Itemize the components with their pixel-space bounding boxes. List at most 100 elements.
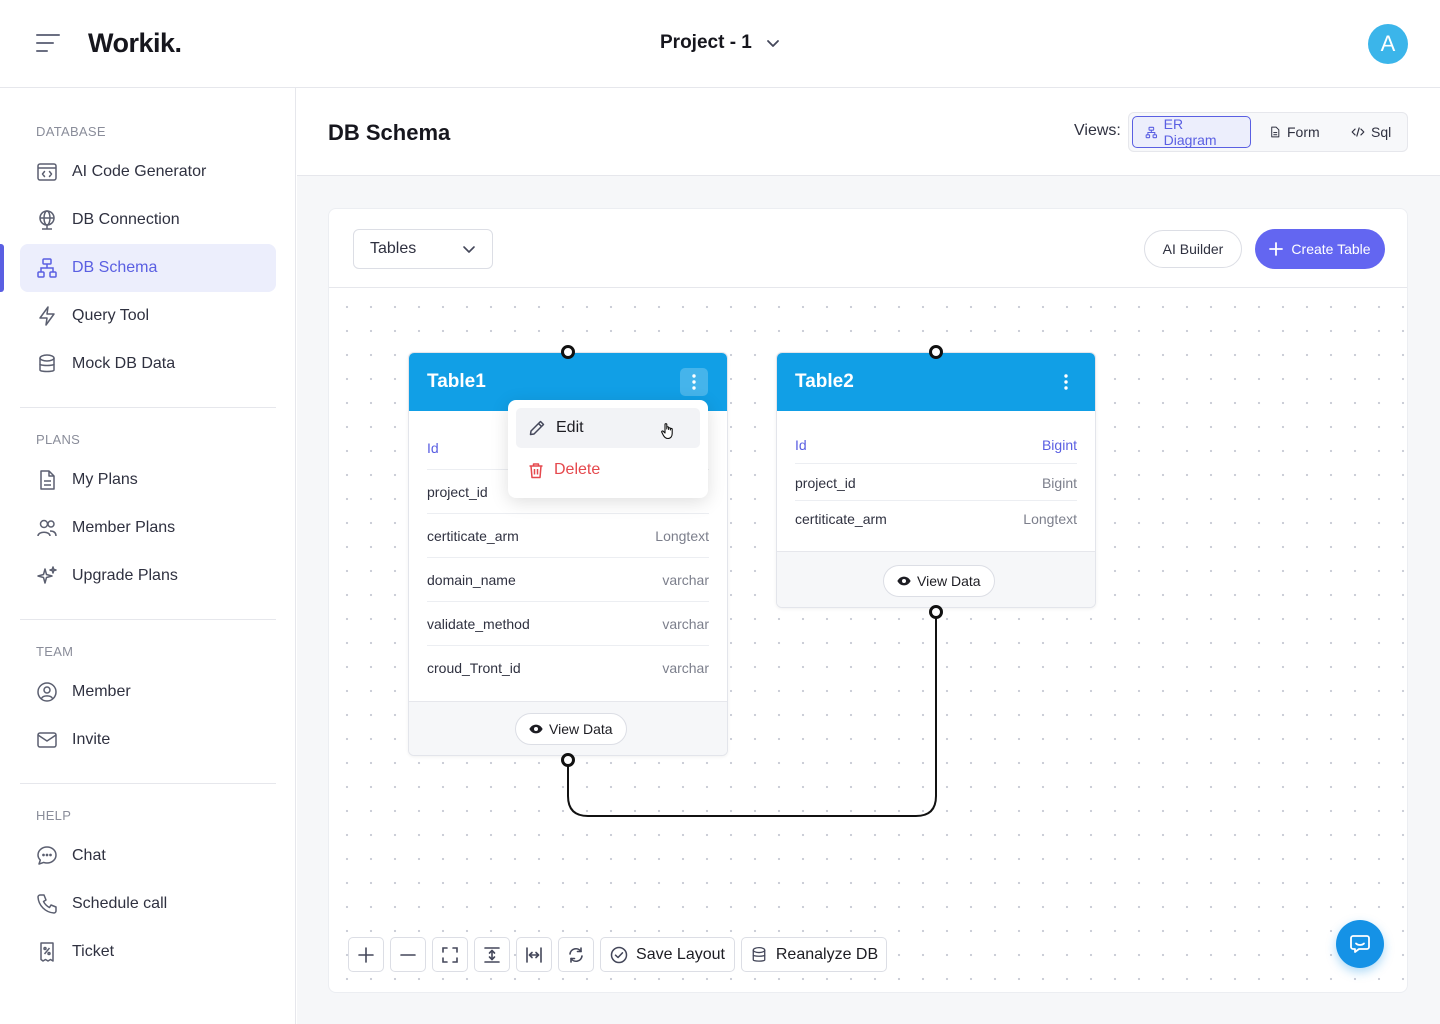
sidebar-item-chat[interactable]: Chat xyxy=(20,832,276,880)
fit-width-icon xyxy=(526,946,542,963)
chevron-down-icon xyxy=(463,246,475,253)
sidebar-item-db-connection[interactable]: DB Connection xyxy=(20,196,276,244)
refresh-button[interactable] xyxy=(558,937,594,972)
zoom-in-button[interactable] xyxy=(348,937,384,972)
sidebar-item-schedule-call[interactable]: Schedule call xyxy=(20,880,276,928)
schema-icon xyxy=(36,257,58,279)
sidebar-item-invite[interactable]: Invite xyxy=(20,716,276,764)
sidebar-item-label: Member xyxy=(72,683,131,700)
hamburger-menu-icon[interactable] xyxy=(36,32,60,54)
fit-width-button[interactable] xyxy=(516,937,552,972)
view-form-button[interactable]: Form xyxy=(1257,116,1332,148)
save-layout-button[interactable]: Save Layout xyxy=(600,937,735,972)
table-footer: View Data xyxy=(409,701,727,755)
delete-label: Delete xyxy=(554,461,601,478)
page-header: DB Schema Views: ER Diagram Form Sql xyxy=(297,88,1440,176)
connection-handle[interactable] xyxy=(929,345,943,359)
code-window-icon xyxy=(36,161,58,183)
connection-handle[interactable] xyxy=(561,345,575,359)
plus-icon xyxy=(358,946,374,963)
sparkle-icon xyxy=(36,565,58,587)
section-title-database: DATABASE xyxy=(36,124,106,139)
lightning-icon xyxy=(36,305,58,327)
sidebar-item-query-tool[interactable]: Query Tool xyxy=(20,292,276,340)
sidebar-item-label: Chat xyxy=(72,847,106,864)
sidebar: DATABASE AI Code Generator DB Connection… xyxy=(0,88,296,1024)
table-name: Table2 xyxy=(795,371,854,392)
table-header: Table2 xyxy=(777,353,1095,411)
page-title: DB Schema xyxy=(328,120,451,145)
fit-height-button[interactable] xyxy=(474,937,510,972)
sidebar-item-my-plans[interactable]: My Plans xyxy=(20,456,276,504)
views-toggle: ER Diagram Form Sql xyxy=(1128,112,1408,152)
users-icon xyxy=(36,517,58,539)
create-table-label: Create Table xyxy=(1291,241,1371,257)
view-sql-button[interactable]: Sql xyxy=(1339,116,1403,148)
save-layout-label: Save Layout xyxy=(636,945,725,963)
divider xyxy=(20,619,276,620)
divider xyxy=(20,407,276,408)
minus-icon xyxy=(400,953,416,956)
trash-icon xyxy=(529,462,543,478)
connection-handle[interactable] xyxy=(929,605,943,619)
edit-label: Edit xyxy=(556,419,584,436)
sidebar-item-label: Invite xyxy=(72,731,111,748)
sidebar-item-mock-db-data[interactable]: Mock DB Data xyxy=(20,340,276,388)
project-selector[interactable]: Project - 1 xyxy=(660,32,780,54)
view-data-button[interactable]: View Data xyxy=(515,713,627,745)
connection-handle[interactable] xyxy=(561,753,575,767)
refresh-icon xyxy=(569,946,583,963)
mail-icon xyxy=(36,729,58,751)
sidebar-item-member[interactable]: Member xyxy=(20,668,276,716)
view-label: Sql xyxy=(1371,124,1392,140)
sidebar-item-ai-code-generator[interactable]: AI Code Generator xyxy=(20,148,276,196)
view-data-button[interactable]: View Data xyxy=(883,565,995,597)
section-title-plans: PLANS xyxy=(36,432,81,447)
select-value: Tables xyxy=(370,240,417,257)
view-er-diagram-button[interactable]: ER Diagram xyxy=(1132,116,1251,148)
table-row: project_id xyxy=(427,470,709,514)
chat-widget-button[interactable] xyxy=(1336,920,1384,968)
panel-toolbar: Tables AI Builder Create Table xyxy=(329,209,1407,288)
document-icon xyxy=(36,469,58,491)
zoom-out-button[interactable] xyxy=(390,937,426,972)
kebab-menu-icon[interactable] xyxy=(680,368,708,396)
chat-bubble-icon xyxy=(36,845,58,867)
create-table-button[interactable]: Create Table xyxy=(1255,229,1385,269)
sidebar-item-label: Member Plans xyxy=(72,519,176,536)
database-icon xyxy=(36,353,58,375)
chat-icon xyxy=(1350,935,1370,953)
sidebar-item-db-schema[interactable]: DB Schema xyxy=(20,244,276,292)
sidebar-item-label: Upgrade Plans xyxy=(72,567,178,584)
view-data-label: View Data xyxy=(917,573,981,589)
reanalyze-db-label: Reanalyze DB xyxy=(775,945,879,963)
kebab-menu-icon[interactable] xyxy=(1052,368,1080,396)
ai-builder-button[interactable]: AI Builder xyxy=(1144,230,1242,268)
reanalyze-db-button[interactable]: Reanalyze DB xyxy=(741,937,887,972)
fit-height-icon xyxy=(484,946,500,963)
views-label: Views: xyxy=(1074,122,1121,139)
document-icon xyxy=(1271,126,1280,138)
hand-cursor-icon xyxy=(661,423,673,440)
section-title-team: TEAM xyxy=(36,644,74,659)
edit-menu-item[interactable]: Edit xyxy=(516,408,700,448)
logo[interactable]: Workik. xyxy=(88,28,182,58)
view-data-label: View Data xyxy=(549,721,613,737)
tables-select[interactable]: Tables xyxy=(353,229,493,269)
fullscreen-icon xyxy=(442,946,458,963)
top-bar: Workik. Project - 1 A xyxy=(0,0,1440,88)
sidebar-item-label: AI Code Generator xyxy=(72,163,207,180)
avatar[interactable]: A xyxy=(1368,24,1408,64)
sidebar-item-member-plans[interactable]: Member Plans xyxy=(20,504,276,552)
fit-view-button[interactable] xyxy=(432,937,468,972)
database-icon xyxy=(752,946,766,962)
delete-menu-item[interactable]: Delete xyxy=(516,450,700,490)
sidebar-item-upgrade-plans[interactable]: Upgrade Plans xyxy=(20,552,276,600)
sidebar-item-ticket[interactable]: Ticket xyxy=(20,928,276,976)
